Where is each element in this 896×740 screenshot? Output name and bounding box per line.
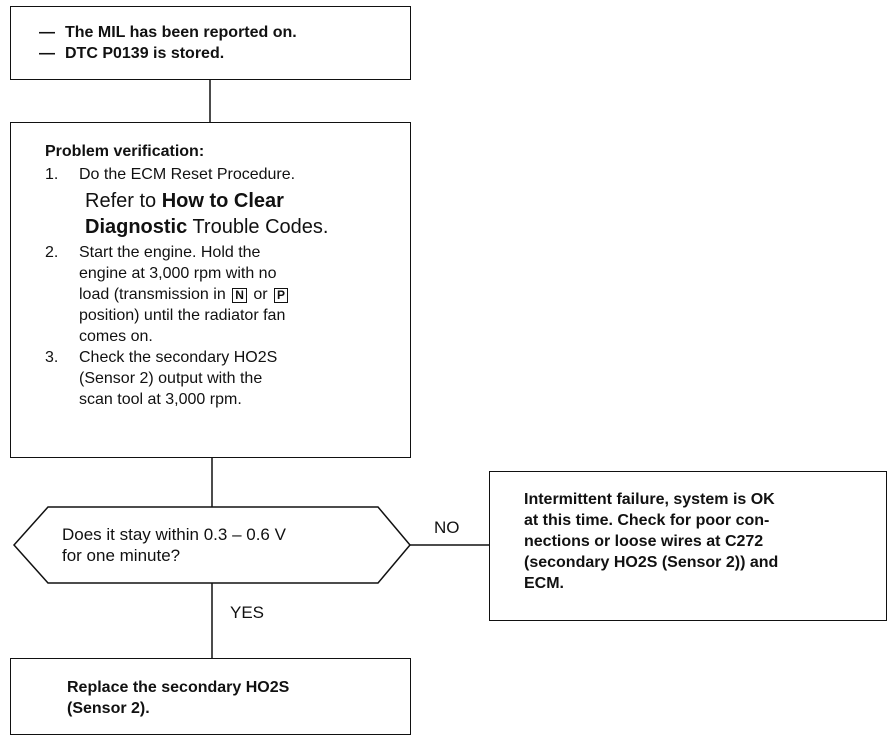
yes-label: YES [230,603,265,622]
start-line-2: — DTC P0139 is stored. [39,45,225,62]
no-result-box: Intermittent failure, system is OK at th… [489,471,887,621]
yes-result-box: Replace the secondary HO2S (Sensor 2). [10,658,411,735]
dash-bullet: — [39,45,55,62]
step-1-reference: Refer to How to Clear Diagnostic Trouble… [85,190,329,238]
shift-n-key: N [232,288,247,303]
verification-box: Problem verification: 1. Do the ECM Rese… [10,122,411,458]
decision-question: Does it stay within 0.3 – 0.6 V for one … [62,525,286,565]
start-box: — The MIL has been reported on. — DTC P0… [10,6,411,80]
step-2: 2. Start the engine. Hold the engine at … [45,242,385,347]
shift-p-key: P [274,288,289,303]
decision-diamond [12,506,411,584]
verification-heading: Problem verification: [45,143,205,160]
dash-bullet: — [39,24,55,41]
step-3: 3. Check the secondary HO2S (Sensor 2) o… [45,349,278,408]
no-label: NO [434,518,460,537]
step-1: 1. Do the ECM Reset Procedure. [45,166,296,183]
start-line-1: — The MIL has been reported on. [39,24,297,41]
